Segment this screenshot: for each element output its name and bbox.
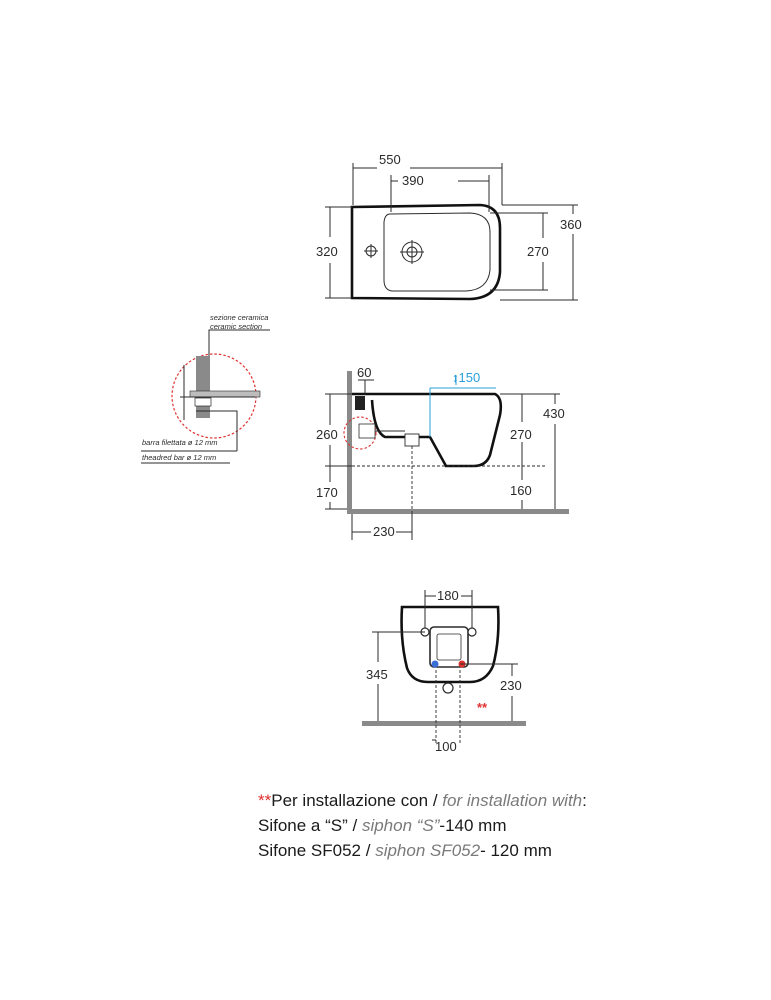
dim-430: 430 [543, 406, 565, 421]
dim-260: 260 [316, 427, 338, 442]
rear-floor [362, 721, 526, 726]
label-bar-en: theadred bar ø 12 mm [142, 453, 216, 462]
side-fixing [355, 396, 365, 410]
top-view-outline [350, 203, 502, 301]
label-bar-it: barra filettata ø 12 mm [142, 438, 217, 447]
dim-550: 550 [379, 152, 401, 167]
rear-fixing-right [467, 627, 477, 637]
dim-390: 390 [402, 173, 424, 188]
installation-note: **Per installazione con / for installati… [258, 788, 587, 863]
dim-345: 345 [366, 667, 388, 682]
note-line-3: Sifone SF052 / siphon SF052- 120 mm [258, 841, 552, 860]
note-line-1: **Per installazione con / for installati… [258, 791, 587, 810]
dim-230-side: 230 [373, 524, 395, 539]
dim-60: 60 [357, 365, 371, 380]
note-marker: ** [258, 791, 272, 810]
side-view-outline [352, 392, 503, 468]
wall [347, 371, 352, 512]
siphon-outlet [404, 433, 420, 447]
label-ceramic-en: ceramic section [210, 322, 262, 331]
side-view: 60 ↕150 430 260 270 170 160 [316, 365, 569, 540]
rear-view: 180 345 230 ** 100 [362, 588, 526, 754]
dim-170: 170 [316, 485, 338, 500]
dim-150: ↕150 [452, 370, 480, 385]
dim-100: 100 [435, 739, 457, 754]
label-ceramic-it: sezione ceramica [210, 313, 268, 322]
dim-320: 320 [316, 244, 338, 259]
floor [347, 509, 569, 514]
detail-bar [189, 390, 261, 398]
rear-recess [429, 626, 469, 668]
detail-ceramic [196, 356, 210, 418]
dim-230-rear: 230 [500, 678, 522, 693]
dim-270-top: 270 [527, 244, 549, 259]
dim-180: 180 [437, 588, 459, 603]
top-view-basin [383, 212, 491, 292]
dim-270-side: 270 [510, 427, 532, 442]
dim-160: 160 [510, 483, 532, 498]
cold-water-dot [431, 660, 439, 668]
top-view: 550 390 320 270 360 [316, 152, 582, 301]
rear-view-outline [400, 605, 500, 684]
section-detail: sezione ceramica ceramic section barra f… [141, 313, 270, 464]
note-line-2: Sifone a “S” / siphon “S”-140 mm [258, 816, 507, 835]
rear-marker: ** [477, 700, 488, 715]
dim-360: 360 [560, 217, 582, 232]
rear-drain [442, 682, 454, 694]
